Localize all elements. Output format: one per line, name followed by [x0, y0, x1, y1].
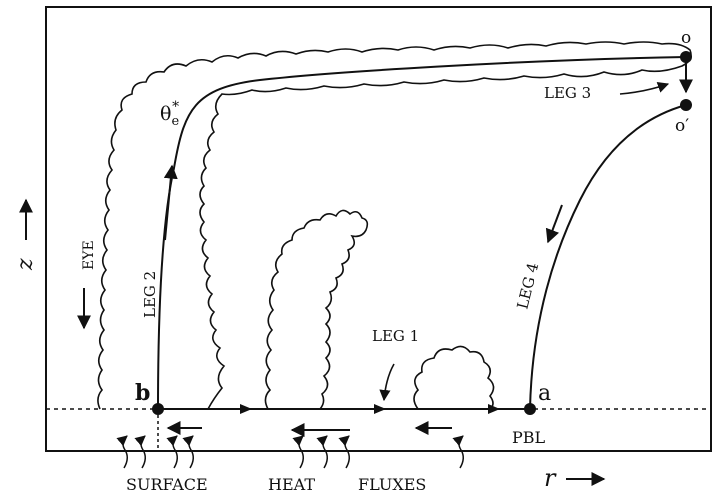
leg4-descent-path — [529, 104, 687, 410]
flux-arrow-6 — [316, 435, 328, 469]
point-o-marker — [680, 51, 692, 63]
leg2-label: LEG 2 — [141, 271, 159, 318]
fluxes-label: FLUXES — [358, 475, 426, 494]
leg1-arrow-middle — [374, 404, 386, 414]
point-a-marker — [524, 403, 536, 415]
flux-arrow-1 — [116, 435, 128, 469]
leg4-arrowhead-segment — [545, 204, 563, 244]
point-b-marker — [152, 403, 164, 415]
theta-e-star-label: θe* — [160, 99, 179, 129]
leg1-label: LEG 1 — [372, 327, 419, 345]
leg1-arrow-left — [240, 404, 252, 414]
r-axis-label: r — [544, 464, 557, 492]
small-cumulus-cloud-outline — [413, 345, 495, 410]
theta-subscript: e — [171, 114, 179, 129]
flux-arrow-7 — [338, 435, 350, 469]
theta-symbol: θ — [160, 103, 171, 125]
surface-label: SURFACE — [126, 475, 208, 494]
flux-arrow-5 — [292, 435, 304, 469]
leg3-pointer-arrow — [619, 82, 670, 95]
point-o-prime-marker — [680, 99, 692, 111]
heat-label: HEAT — [268, 475, 315, 494]
leg2-outflow-path — [157, 56, 687, 410]
surface-heat-flux-arrows — [116, 435, 464, 469]
leg3-label: LEG 3 — [544, 84, 591, 102]
eye-label: EYE — [81, 240, 97, 270]
pbl-label: PBL — [512, 428, 546, 447]
flux-arrow-2 — [134, 435, 146, 469]
point-o-prime-label: o′ — [675, 116, 689, 136]
leg4-label: LEG 4 — [513, 261, 542, 311]
eyewall-cloud-outline — [97, 41, 692, 410]
point-o-label: o — [681, 28, 691, 48]
leg1-arrow-right — [488, 404, 500, 414]
z-axis-label: z — [13, 258, 38, 271]
theta-superscript: * — [172, 99, 179, 115]
flux-arrow-8 — [452, 435, 464, 469]
point-a-label: a — [538, 381, 551, 406]
leg2-arrowhead-segment — [163, 164, 178, 241]
diagram-frame — [45, 6, 712, 452]
point-b-label: b — [135, 380, 150, 406]
flux-arrow-4 — [182, 435, 194, 469]
middle-cumulus-cloud-outline — [264, 209, 369, 410]
leg1-pointer-arrow — [379, 363, 395, 402]
flux-arrow-3 — [166, 435, 178, 469]
